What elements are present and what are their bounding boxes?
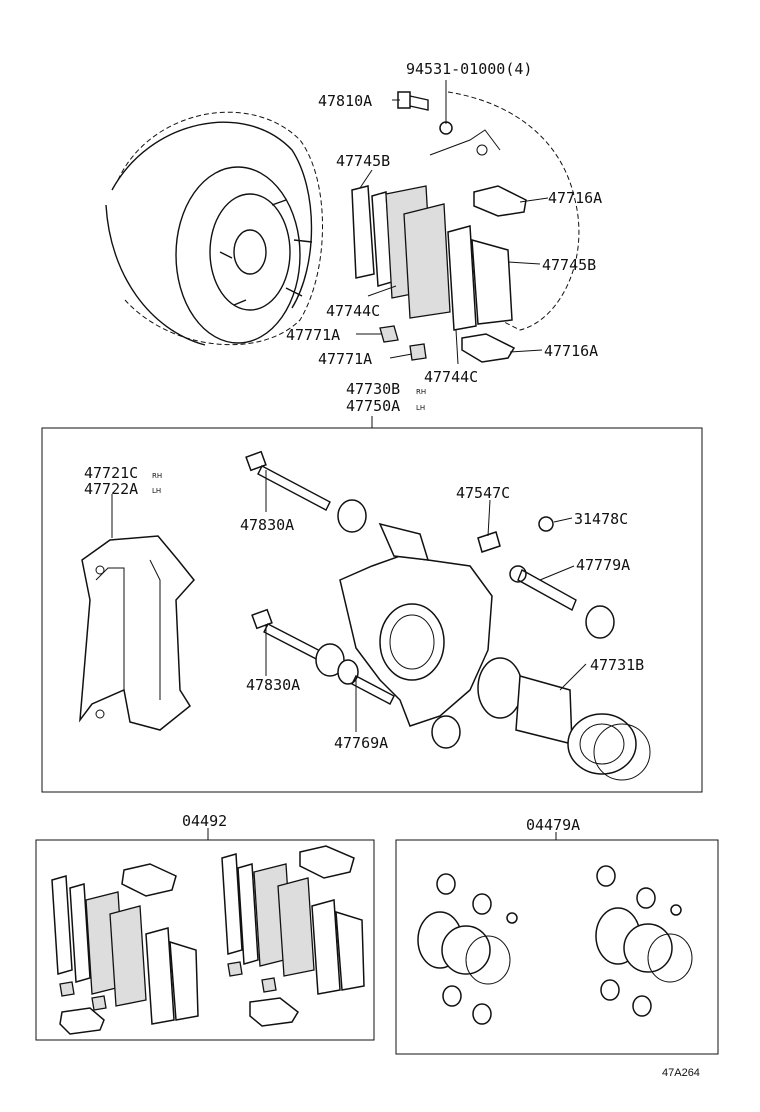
caliper-body-illustration xyxy=(339,522,493,727)
pad-kit-contents-icon xyxy=(51,845,365,1035)
label-bolt-lower: 47830A xyxy=(246,676,300,694)
cylinder-kit-frame xyxy=(395,839,719,1055)
cylinder-kit-contents-icon xyxy=(417,865,693,1025)
anti-squeal-clip-top-icon xyxy=(473,185,527,217)
label-cylinder-kit: 04479A xyxy=(526,816,580,834)
label-slide-pin: 47779A xyxy=(576,556,630,574)
label-mounting-lh: 47722A xyxy=(84,480,138,498)
bushing-icon xyxy=(315,643,395,705)
label-pad-kit: 04492 xyxy=(182,812,227,830)
mark-mounting-lh: LH xyxy=(152,487,161,495)
bleeder-plug-icon xyxy=(477,531,501,553)
mark-caliper-rh: RH xyxy=(416,388,426,396)
label-indicator-1: 47771A xyxy=(286,326,340,344)
caliper-assembly-frame xyxy=(41,427,703,793)
slide-pin-icon xyxy=(509,565,615,639)
disc-rotor-illustration xyxy=(105,111,323,346)
label-bolt-top: 94531-01000(4) xyxy=(406,60,532,78)
wear-indicator-icon xyxy=(379,325,427,361)
anti-squeal-clip-bottom-icon xyxy=(461,333,516,363)
label-caliper-lh: 47750A xyxy=(346,397,400,415)
label-anti-squeal-top: 47716A xyxy=(548,189,602,207)
boot-lower-icon xyxy=(431,715,461,749)
label-bleeder-bolt: 47810A xyxy=(318,92,372,110)
label-shim-right: 47745B xyxy=(542,256,596,274)
label-shim-left: 47745B xyxy=(336,152,390,170)
label-bleeder-plug: 47547C xyxy=(456,484,510,502)
label-mounting-rh: 47721C xyxy=(84,464,138,482)
brake-pads-left-icon xyxy=(351,185,451,319)
label-anti-squeal-bottom: 47716A xyxy=(544,342,598,360)
label-pad-right: 47744C xyxy=(424,368,478,386)
caliper-mounting-illustration xyxy=(79,535,195,731)
mark-caliper-lh: LH xyxy=(416,404,425,412)
diagram-reference-code: 47A264 xyxy=(662,1067,700,1079)
pad-kit-frame xyxy=(35,839,375,1041)
cap-icon xyxy=(538,516,554,532)
label-indicator-2: 47771A xyxy=(318,350,372,368)
dust-cover-illustration xyxy=(429,91,580,331)
label-pad-left: 47744C xyxy=(326,302,380,320)
mounting-bolt-upper-icon xyxy=(245,450,331,511)
piston-seal-kit-icon xyxy=(477,657,651,781)
bleeder-bolt-icon xyxy=(397,91,429,111)
label-caliper-rh: 47730B xyxy=(346,380,400,398)
label-bushing: 47769A xyxy=(334,734,388,752)
label-cap: 31478C xyxy=(574,510,628,528)
label-bolt-upper: 47830A xyxy=(240,516,294,534)
label-piston-seal-kit: 47731B xyxy=(590,656,644,674)
mark-mounting-rh: RH xyxy=(152,472,162,480)
boot-upper-icon xyxy=(337,499,367,533)
brake-pads-right-icon xyxy=(447,225,513,331)
